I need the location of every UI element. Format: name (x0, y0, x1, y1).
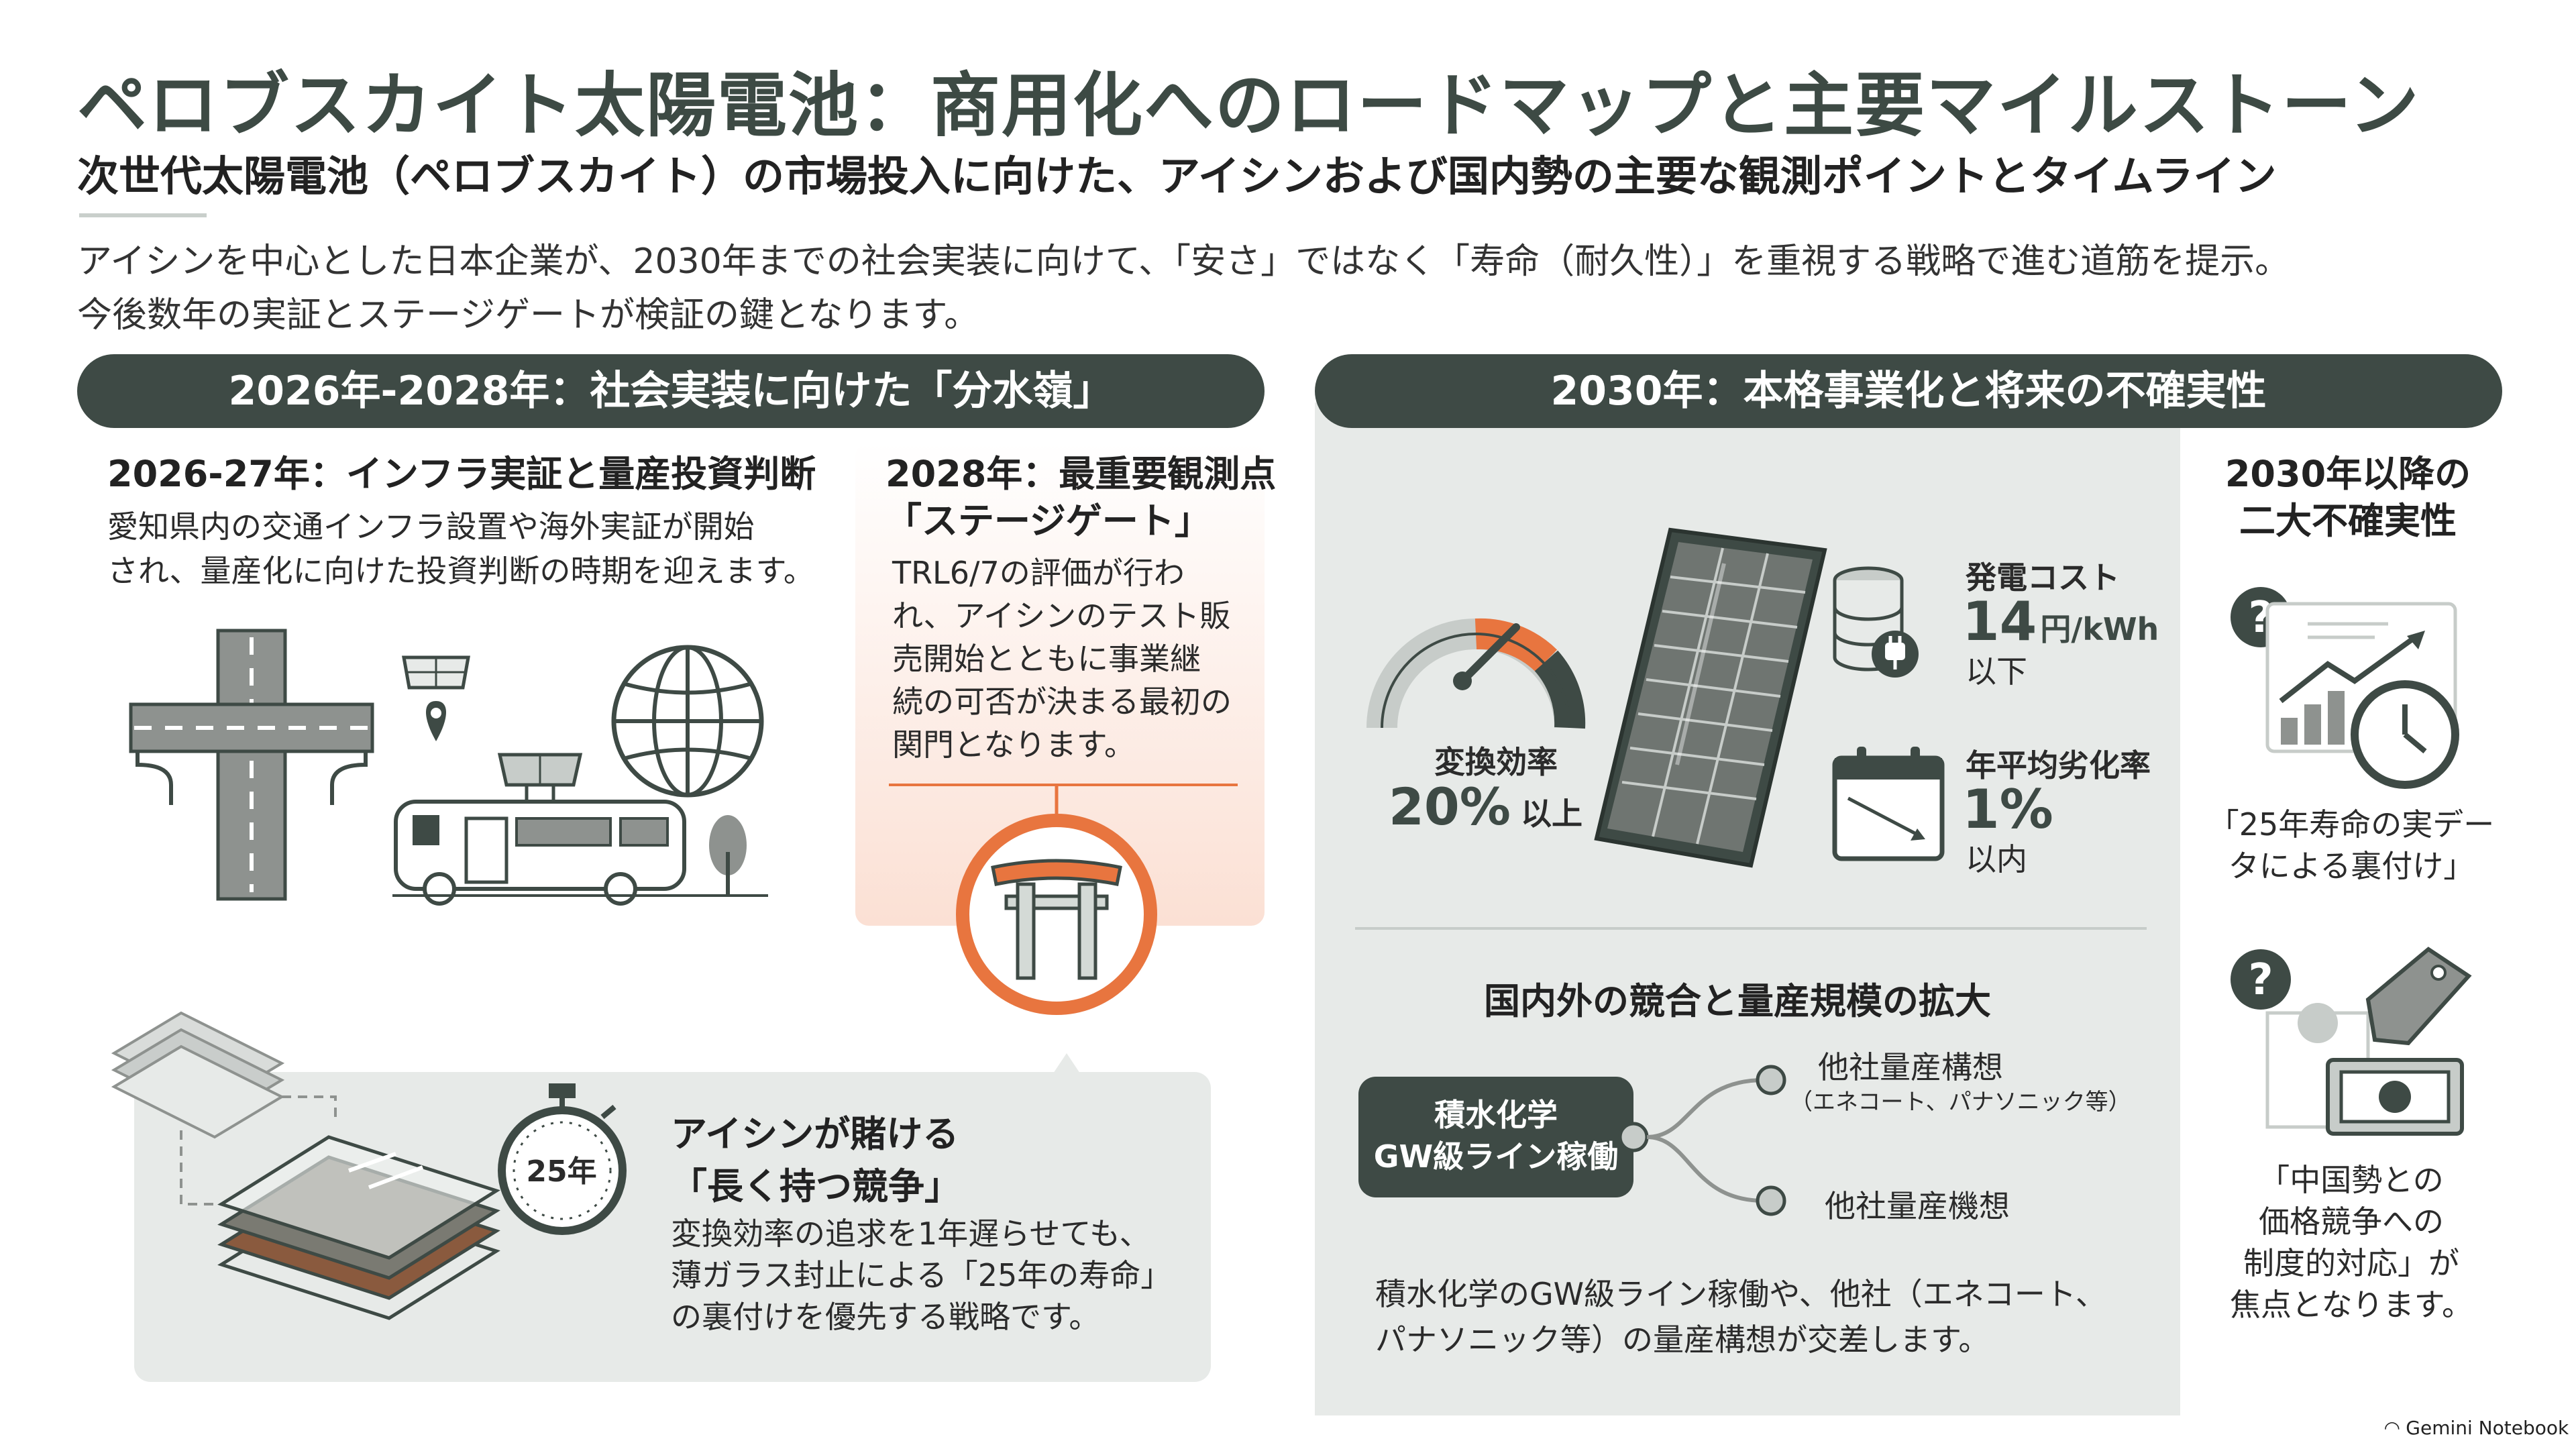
right-panel-divider (1355, 927, 2147, 930)
cost-suffix: 以下 (1966, 653, 2027, 690)
uncertainty-item-2-line-3: 制度的対応」が (2243, 1245, 2459, 1281)
stage-gate-body-line-1: TRL6/7の評価が行わ (892, 555, 1185, 591)
cost-value: 14 (1962, 590, 2037, 653)
callout-pointer (1053, 1053, 1080, 1073)
stage-gate-body-line-4: 続の可否が決まる最初の (892, 684, 1232, 720)
aisin-body-line-2: 薄ガラス封止による「25年の寿命」 (671, 1257, 1172, 1293)
efficiency-label: 変換効率 (1434, 744, 1558, 780)
intro-text: アイシンを中心とした日本企業が、2030年までの社会実装に向けて、「安さ」ではな… (77, 235, 2526, 342)
footer-brand: ◠ Gemini Notebook (2385, 1417, 2573, 1439)
competition-heading: 国内外の競合と量産規模の拡大 (1484, 980, 1991, 1022)
stage-gate-heading-line-2: 「ステージゲート」 (885, 500, 1211, 542)
svg-text:?: ? (2248, 955, 2273, 1005)
title-divider (79, 213, 207, 217)
sekisui-node-line-1: 積水化学 (1434, 1097, 1558, 1133)
uncertainty-item-2-line-1: 「中国勢との (2259, 1162, 2444, 1198)
infra-body-line-2: され、量産化に向けた投資判断の時期を迎えます。 (107, 553, 814, 589)
stage-gate-body: TRL6/7の評価が行わ れ、アイシンのテスト販 売開始とともに事業継 続の可否… (892, 551, 1268, 766)
page-title: ペロブスカイト太陽電池：商用化へのロードマップと主要マイルストーン (77, 64, 2420, 146)
uncertainty-heading-line-1: 2030年以降の (2224, 453, 2471, 495)
efficiency-value-row: 20% 以上 (1389, 777, 1617, 837)
footer-brand-text: Gemini Notebook (2406, 1417, 2569, 1439)
cost-unit: 円/kWh (2040, 611, 2159, 647)
solar-panel-icon (1594, 527, 1827, 868)
efficiency-suffix: 以上 (1521, 796, 1583, 832)
branch-2-label: 他社量産機想 (1825, 1188, 2010, 1224)
gauge-icon (1366, 618, 1586, 729)
stage-gate-body-line-5: 関門となります。 (892, 727, 1136, 763)
branch-1-sub: （エネコート、パナソニック等） (1790, 1089, 2131, 1116)
uncertainty-item-2-line-2: 価格競争への (2259, 1203, 2444, 1240)
infra-heading: 2026-27年：インフラ実証と量産投資判断 (107, 453, 816, 495)
aisin-body: 変換効率の追求を1年遅らせても、 薄ガラス封止による「25年の寿命」 の裏付けを… (671, 1213, 1201, 1338)
competition-branch-lines (1618, 1065, 1786, 1216)
degradation-value: 1% (1962, 778, 2053, 841)
coin-stack-plug-icon (1833, 566, 1919, 678)
degradation-label: 年平均劣化率 (1966, 747, 2151, 784)
intro-line-2: 今後数年の実証とステージゲートが検証の鍵となります。 (77, 295, 979, 335)
calendar-decline-icon (1832, 747, 1945, 861)
stage-gate-divider (889, 784, 1238, 786)
stopwatch-icon (498, 1083, 627, 1235)
infra-body-line-1: 愛知県内の交通インフラ設置や海外実証が開始 (107, 508, 755, 545)
uncertainty-item-2: 「中国勢との 価格競争への 制度的対応」が 焦点となります。 (2204, 1159, 2499, 1326)
stage-gate-body-line-2: れ、アイシンのテスト販 (892, 598, 1231, 634)
question-price-tag-icon: ? (2231, 947, 2472, 1136)
right-section-banner: 2030年：本格事業化と将来の不確実性 (1315, 354, 2502, 428)
uncertainty-item-1: 「25年寿命の実デー タによる裏付け」 (2204, 804, 2499, 887)
efficiency-value: 20% (1389, 777, 1511, 837)
aisin-heading-line-2: 「長く持つ競争」 (671, 1165, 961, 1208)
stopwatch-label: 25年 (526, 1155, 597, 1189)
aisin-heading: アイシンが賭ける 「長く持つ競争」 (671, 1108, 1181, 1213)
tree-icon (709, 815, 747, 896)
degradation-suffix: 以内 (1966, 841, 2027, 877)
solar-bus-icon (392, 753, 768, 906)
competition-body-line-1: 積水化学のGW級ライン稼働や、他社（エネコート、 (1375, 1276, 2106, 1312)
uncertainty-heading: 2030年以降の 二大不確実性 (2194, 451, 2502, 545)
sekisui-node-line-2: GW級ライン稼働 (1373, 1138, 1619, 1175)
infra-body: 愛知県内の交通インフラ設置や海外実証が開始 され、量産化に向けた投資判断の時期を… (107, 504, 912, 593)
globe-icon (611, 645, 764, 798)
left-section-banner: 2026年-2028年：社会実装に向けた「分水嶺」 (77, 354, 1265, 428)
uncertainty-item-2-line-4: 焦点となります。 (2229, 1287, 2473, 1323)
gemini-logo-icon: ◠ (2385, 1417, 2406, 1439)
stage-gate-heading-line-1: 2028年：最重要観測点 (885, 453, 1277, 495)
competition-body-line-2: パナソニック等）の量産構想が交差します。 (1375, 1322, 1990, 1358)
uncertainty-item-1-line-2: タによる裏付け」 (2228, 848, 2475, 884)
stage-gate-heading: 2028年：最重要観測点 「ステージゲート」 (885, 451, 1288, 545)
question-chart-clock-icon: ? (2231, 587, 2459, 789)
competition-body: 積水化学のGW級ライン稼働や、他社（エネコート、 パナソニック等）の量産構想が交… (1375, 1271, 2167, 1362)
cost-value-row: 14 円/kWh (1962, 590, 2184, 653)
page-subtitle: 次世代太陽電池（ペロブスカイト）の市場投入に向けた、アイシンおよび国内勢の主要な… (77, 152, 2277, 201)
cost-label: 発電コスト (1966, 559, 2120, 596)
branch-1-label: 他社量産構想 (1818, 1049, 2003, 1085)
uncertainty-heading-line-2: 二大不確実性 (2239, 500, 2457, 542)
highway-icon (129, 629, 374, 901)
intro-line-1: アイシンを中心とした日本企業が、2030年までの社会実装に向けて、「安さ」ではな… (77, 241, 2290, 282)
solar-map-pin-icon (402, 655, 470, 741)
aisin-heading-line-1: アイシンが賭ける (671, 1113, 959, 1155)
panel-layers-icon (111, 1011, 500, 1320)
uncertainty-item-1-line-1: 「25年寿命の実デー (2208, 806, 2495, 843)
aisin-body-line-3: の裏付けを優先する戦略です。 (671, 1299, 1100, 1335)
stage-gate-body-line-3: 売開始とともに事業継 (892, 641, 1201, 677)
torii-gate-icon (956, 784, 1157, 1015)
aisin-body-line-1: 変換効率の追求を1年遅らせても、 (671, 1216, 1150, 1252)
sekisui-node: 積水化学 GW級ライン稼働 (1358, 1077, 1633, 1197)
